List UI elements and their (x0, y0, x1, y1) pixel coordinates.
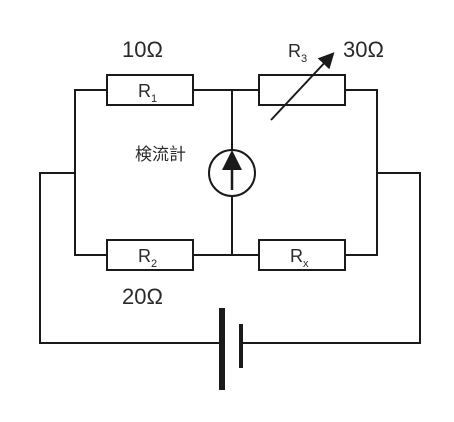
resistor-r3-label: R3 (288, 41, 307, 65)
battery-symbol (219, 308, 243, 390)
resistor-rx: Rx (258, 239, 346, 271)
resistor-r2: R2 20Ω (106, 239, 194, 309)
battery-long-plate (219, 308, 225, 390)
variable-resistor-arrow-icon (270, 52, 335, 121)
resistor-r1-label: R1 (138, 81, 157, 105)
resistor-r3-body (258, 74, 346, 106)
resistor-rx-body (258, 239, 346, 271)
battery-short-plate (239, 324, 243, 368)
resistor-r2-value: 20Ω (122, 284, 163, 309)
resistor-r2-label: R2 (138, 246, 157, 270)
resistor-r1-body (106, 74, 194, 106)
galvanometer: 検流計 (135, 145, 256, 197)
resistor-r2-body (106, 239, 194, 271)
resistor-r1: R1 10Ω (106, 37, 194, 106)
resistor-r3-value: 30Ω (343, 37, 384, 62)
resistor-r3: R3 30Ω (258, 37, 384, 121)
resistor-rx-label: Rx (290, 246, 309, 270)
galvanometer-label: 検流計 (135, 145, 186, 165)
resistor-r1-value: 10Ω (122, 37, 163, 62)
circuit-wires (39, 89, 421, 344)
